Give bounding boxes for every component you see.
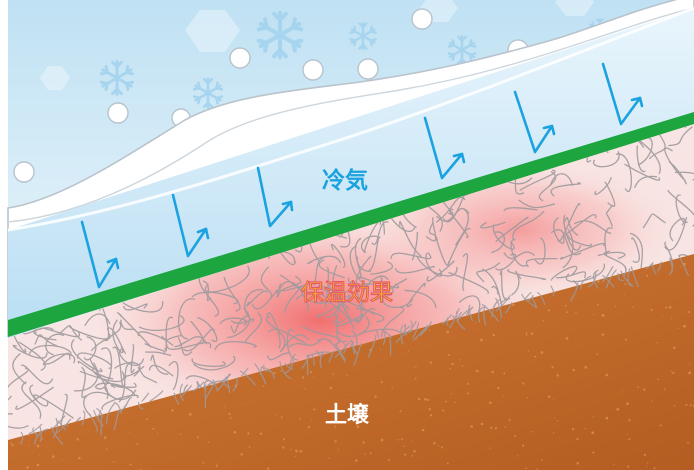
insulation-effect-label: 保温効果 bbox=[300, 279, 393, 306]
fiber-mesh bbox=[8, 124, 694, 440]
cold-air-band bbox=[8, 8, 694, 338]
soil-label: 土壌 bbox=[325, 402, 370, 428]
cold-air-label: 冷気 bbox=[322, 167, 368, 194]
up-arrow-icon bbox=[80, 62, 644, 289]
fiber-fringe bbox=[19, 255, 690, 446]
sky-hexagons bbox=[40, 0, 594, 90]
protective-sheet bbox=[8, 112, 694, 337]
